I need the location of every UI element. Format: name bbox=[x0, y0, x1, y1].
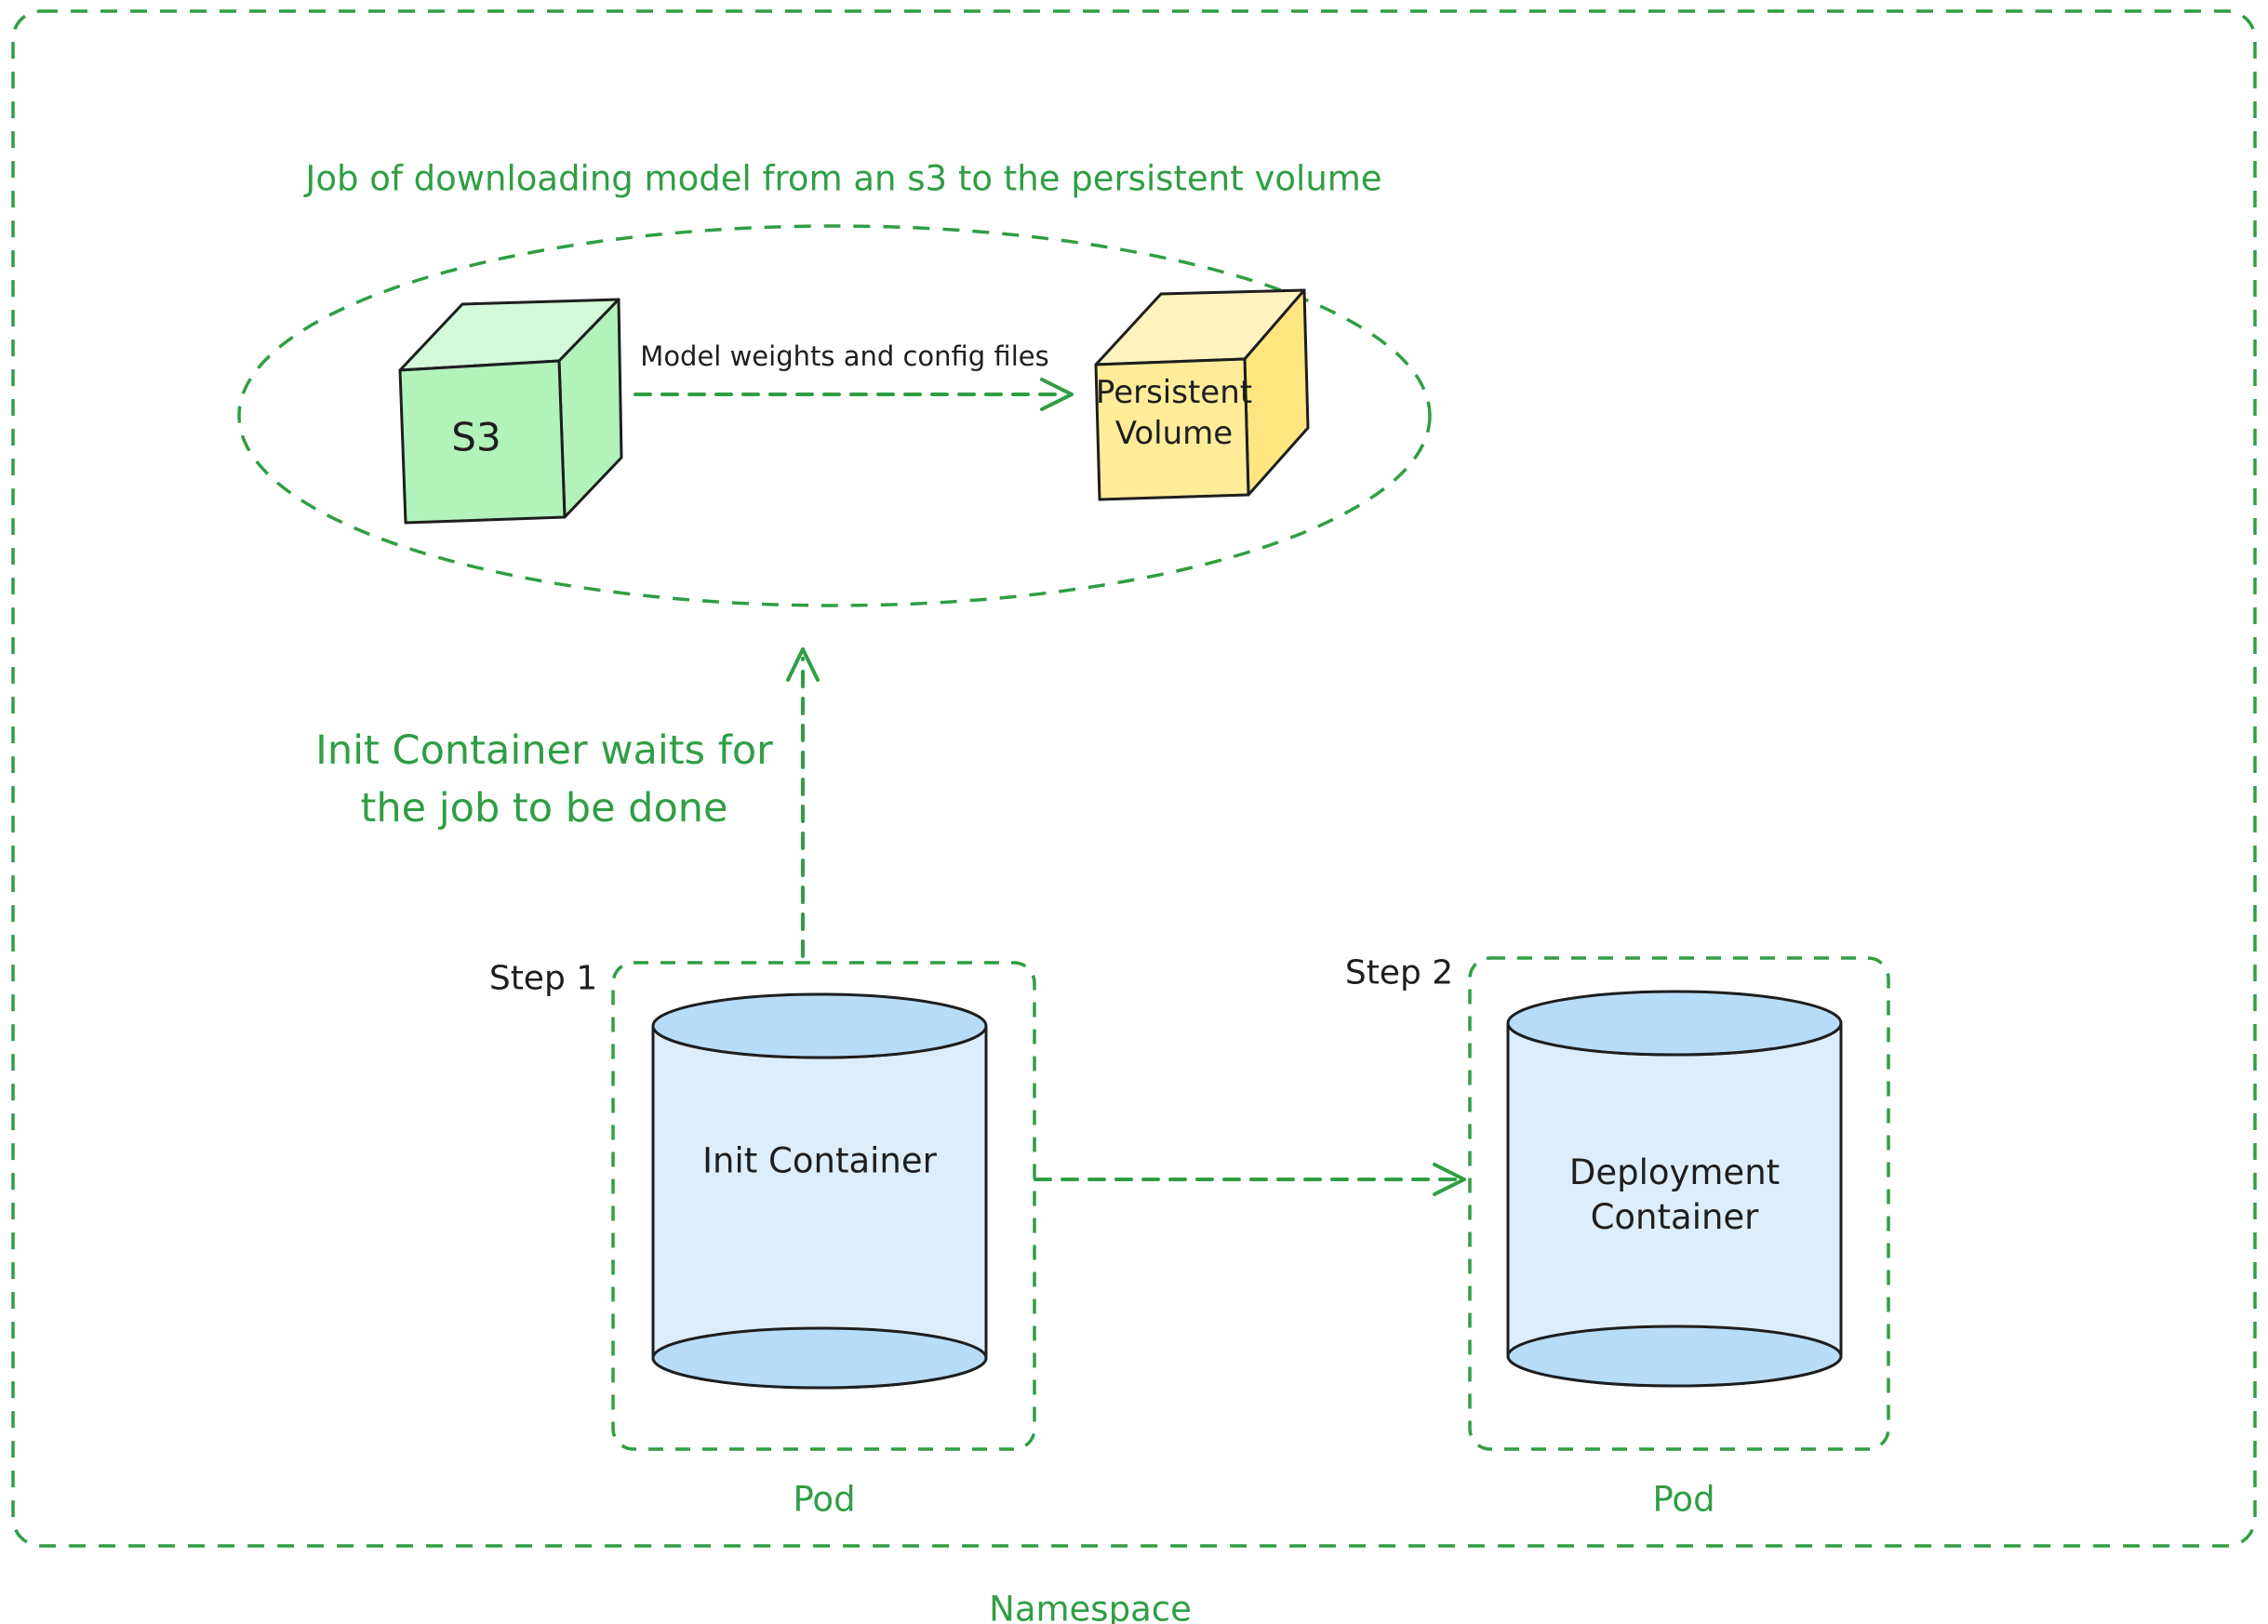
namespace-label: Namespace bbox=[989, 1589, 1192, 1624]
model-transfer-arrow bbox=[634, 378, 1074, 411]
init-wait-arrow bbox=[786, 647, 820, 958]
s3-label: S3 bbox=[451, 414, 501, 460]
job-ellipse bbox=[237, 224, 1432, 607]
deployment-cylinder-top-cap bbox=[1506, 990, 1843, 1057]
init-wait-arrowhead bbox=[786, 647, 820, 682]
init-wait-text-line2: the job to be done bbox=[360, 785, 728, 832]
init-container-cylinder bbox=[651, 992, 988, 1390]
step1-label: Step 1 bbox=[488, 959, 598, 998]
deployment-container-label-line1: Deployment bbox=[1568, 1152, 1781, 1192]
persistent-volume-label: Persistent Volume bbox=[1096, 372, 1252, 454]
persistent-volume-label-line1: Persistent bbox=[1095, 374, 1253, 411]
init-wait-text-line1: Init Container waits for bbox=[315, 727, 773, 774]
step-arrow bbox=[1034, 1163, 1466, 1196]
deployment-container-cylinder bbox=[1506, 990, 1843, 1388]
pv-cube-front-face bbox=[1094, 357, 1250, 501]
init-wait-text: Init Container waits for the job to be d… bbox=[315, 722, 773, 837]
persistent-volume-label-line2: Volume bbox=[1114, 415, 1234, 452]
model-arrow-label: Model weights and config files bbox=[640, 340, 1049, 372]
pod1-label: Pod bbox=[793, 1479, 856, 1520]
deployment-container-label: Deployment Container bbox=[1569, 1151, 1780, 1240]
init-container-label: Init Container bbox=[702, 1140, 937, 1181]
step2-pod-box bbox=[1468, 956, 1890, 1451]
deployment-container-label-line2: Container bbox=[1590, 1197, 1759, 1237]
pod2-label: Pod bbox=[1652, 1479, 1715, 1520]
step2-label: Step 2 bbox=[1344, 953, 1454, 992]
step-arrowhead bbox=[1433, 1163, 1466, 1196]
s3-cube-front-face bbox=[398, 359, 567, 525]
model-transfer-arrowhead bbox=[1040, 378, 1074, 411]
persistent-volume-cube bbox=[1094, 288, 1310, 501]
init-cylinder-bottom-cap bbox=[651, 1326, 988, 1390]
s3-cube bbox=[398, 298, 623, 525]
deployment-cylinder-bottom-cap bbox=[1506, 1324, 1843, 1388]
step1-pod-box bbox=[611, 961, 1036, 1451]
job-title: Job of downloading model from an s3 to t… bbox=[305, 158, 1382, 199]
init-cylinder-top-cap bbox=[651, 992, 988, 1059]
